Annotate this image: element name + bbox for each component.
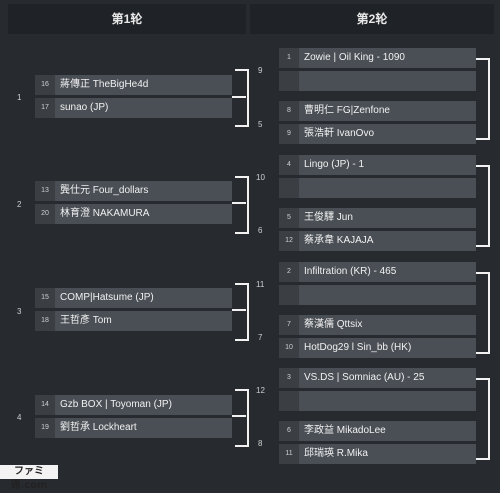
- player-slot[interactable]: 12 蔡承韋 KAJAJA: [279, 231, 476, 251]
- player-slot[interactable]: 8 曹明仁 FG|Zenfone: [279, 101, 476, 121]
- connector-line: [232, 415, 246, 417]
- player-name: [299, 182, 304, 193]
- seed-number: 7: [279, 315, 299, 335]
- connector-line: [232, 202, 246, 204]
- seed-number: 13: [35, 181, 55, 201]
- player-name: VS.DS | Somniac (AU) - 25: [304, 372, 425, 383]
- player-slot[interactable]: 2 Infiltration (KR) - 465: [279, 262, 476, 282]
- player-name: 曹明仁 FG|Zenfone: [304, 105, 390, 116]
- seed-number: 10: [279, 338, 299, 358]
- match-number: 8: [258, 439, 263, 448]
- player-name: COMP|Hatsume (JP): [60, 292, 154, 303]
- seed-number: 8: [279, 101, 299, 121]
- player-slot[interactable]: 19 劉哲承 Lockheart: [35, 418, 232, 438]
- player-slot[interactable]: 13 龔仕元 Four_dollars: [35, 181, 232, 201]
- bracket-connector: [235, 389, 249, 447]
- player-name: 張浩軒 IvanOvo: [304, 128, 375, 139]
- seed-number: 15: [35, 288, 55, 308]
- player-name: [299, 395, 304, 406]
- player-name: 蔡漢儒 Qttsix: [304, 319, 363, 330]
- seed-number: 14: [35, 395, 55, 415]
- player-name: 劉哲承 Lockheart: [60, 422, 137, 433]
- player-name: Infiltration (KR) - 465: [304, 266, 397, 277]
- seed-number: 3: [279, 368, 299, 388]
- seed-number: [279, 178, 299, 198]
- player-name: Lingo (JP) - 1: [304, 159, 365, 170]
- player-slot[interactable]: 17 sunao (JP): [35, 98, 232, 118]
- bracket-connector: [235, 69, 249, 127]
- player-slot[interactable]: 10 HotDog29 l Sin_bb (HK): [279, 338, 476, 358]
- player-slot[interactable]: 14 Gzb BOX | Toyoman (JP): [35, 395, 232, 415]
- seed-number: 19: [35, 418, 55, 438]
- player-slot[interactable]: 18 王哲彥 Tom: [35, 311, 232, 331]
- player-name: 蔡承韋 KAJAJA: [304, 235, 374, 246]
- player-name: [299, 289, 304, 300]
- seed-number: 16: [35, 75, 55, 95]
- match-number: 10: [256, 173, 265, 182]
- seed-number: 9: [279, 124, 299, 144]
- seed-number: 6: [279, 421, 299, 441]
- empty-player-slot[interactable]: [279, 285, 476, 305]
- connector-line: [232, 96, 246, 98]
- seed-number: 20: [35, 204, 55, 224]
- player-slot[interactable]: 16 蔣傳正 TheBigHe4d: [35, 75, 232, 95]
- bracket-connector: [235, 283, 249, 341]
- player-slot[interactable]: 20 林育澄 NAKAMURA: [35, 204, 232, 224]
- bracket-connector: [476, 165, 490, 247]
- connector-line: [232, 309, 246, 311]
- player-name: Gzb BOX | Toyoman (JP): [60, 399, 172, 410]
- match-number: 1: [17, 93, 22, 102]
- seed-number: 12: [279, 231, 299, 251]
- empty-player-slot[interactable]: [279, 71, 476, 91]
- player-name: HotDog29 l Sin_bb (HK): [304, 342, 412, 353]
- empty-player-slot[interactable]: [279, 178, 476, 198]
- player-name: Zowie | Oil King - 1090: [304, 52, 405, 63]
- match-number: 4: [17, 413, 22, 422]
- match-number: 2: [17, 200, 22, 209]
- match-number: 11: [256, 280, 265, 289]
- bracket-connector: [476, 58, 490, 140]
- player-slot[interactable]: 1 Zowie | Oil King - 1090: [279, 48, 476, 68]
- player-name: [299, 75, 304, 86]
- seed-number: 5: [279, 208, 299, 228]
- seed-number: 18: [35, 311, 55, 331]
- player-slot[interactable]: 4 Lingo (JP) - 1: [279, 155, 476, 175]
- match-number: 6: [258, 226, 263, 235]
- player-name: 龔仕元 Four_dollars: [60, 185, 149, 196]
- player-name: 邱瑞瑛 R.Mika: [304, 448, 368, 459]
- seed-number: 11: [279, 444, 299, 464]
- seed-number: 4: [279, 155, 299, 175]
- player-slot[interactable]: 11 邱瑞瑛 R.Mika: [279, 444, 476, 464]
- round-2-header: 第2轮: [250, 4, 494, 34]
- player-name: sunao (JP): [60, 102, 109, 113]
- seed-number: 17: [35, 98, 55, 118]
- seed-number: [279, 285, 299, 305]
- round-1-header: 第1轮: [8, 4, 246, 34]
- player-name: 王哲彥 Tom: [60, 315, 112, 326]
- bracket-connector: [235, 176, 249, 234]
- bracket-connector: [476, 378, 490, 460]
- empty-player-slot[interactable]: [279, 391, 476, 411]
- seed-number: 1: [279, 48, 299, 68]
- match-number: 5: [258, 120, 263, 129]
- player-name: 李政益 MikadoLee: [304, 425, 386, 436]
- seed-number: [279, 71, 299, 91]
- player-name: 王俊驛 Jun: [304, 212, 353, 223]
- player-name: 林育澄 NAKAMURA: [60, 208, 150, 219]
- player-slot[interactable]: 15 COMP|Hatsume (JP): [35, 288, 232, 308]
- watermark-logo: ファミ通.com: [0, 465, 58, 491]
- match-number: 9: [258, 66, 263, 75]
- match-number: 3: [17, 307, 22, 316]
- bracket-connector: [476, 272, 490, 354]
- seed-number: [279, 391, 299, 411]
- player-slot[interactable]: 5 王俊驛 Jun: [279, 208, 476, 228]
- player-slot[interactable]: 6 李政益 MikadoLee: [279, 421, 476, 441]
- seed-number: 2: [279, 262, 299, 282]
- match-number: 12: [256, 386, 265, 395]
- match-number: 7: [258, 333, 263, 342]
- player-slot[interactable]: 9 張浩軒 IvanOvo: [279, 124, 476, 144]
- player-slot[interactable]: 7 蔡漢儒 Qttsix: [279, 315, 476, 335]
- player-name: 蔣傳正 TheBigHe4d: [60, 79, 149, 90]
- player-slot[interactable]: 3 VS.DS | Somniac (AU) - 25: [279, 368, 476, 388]
